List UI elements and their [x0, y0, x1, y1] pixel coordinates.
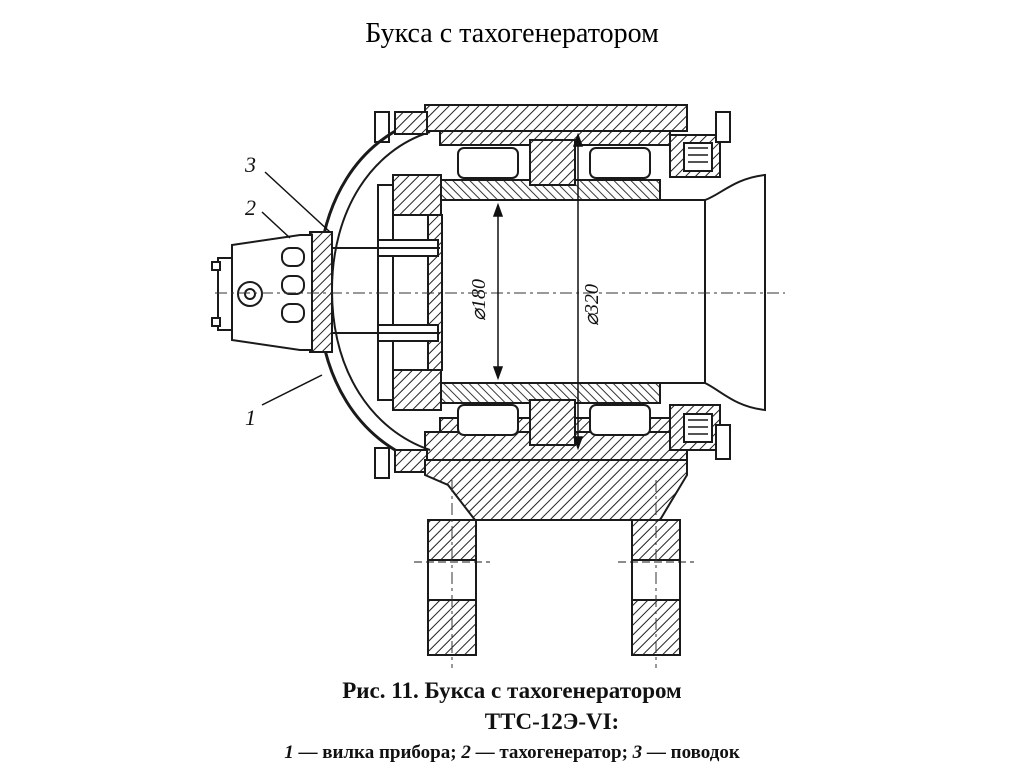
legend-num-2: 2 [461, 742, 471, 763]
roller-top-left [457, 147, 519, 179]
legend-num-1: 1 [284, 742, 294, 763]
slide-title: Букса с тахогенератором [365, 18, 659, 49]
legend-text-2: — тахогенератор; [475, 742, 628, 763]
fork-plate [309, 231, 333, 353]
figure-caption: Рис. 11. Букса с тахогенератором [342, 678, 682, 703]
legend-text-3: — поводок [646, 742, 740, 763]
figure-legend: 1 — вилка прибора; 2 — тахогенератор; 3 … [0, 742, 1024, 764]
callout-1: 1 [245, 405, 256, 430]
legend-text-1: — вилка прибора; [298, 742, 457, 763]
roller-bottom-left [457, 404, 519, 436]
roller-top-right [589, 147, 651, 179]
callout-3: 3 [244, 152, 256, 177]
mounting-bracket [424, 459, 688, 521]
housing-top [424, 104, 688, 132]
dimension-180: ⌀180 [468, 279, 490, 321]
roller-bottom-right [589, 404, 651, 436]
figure-model: ТТС-12Э-VI: [484, 709, 620, 734]
legend-num-3: 3 [632, 742, 643, 763]
dimension-320: ⌀320 [581, 284, 603, 326]
callout-2: 2 [245, 195, 256, 220]
